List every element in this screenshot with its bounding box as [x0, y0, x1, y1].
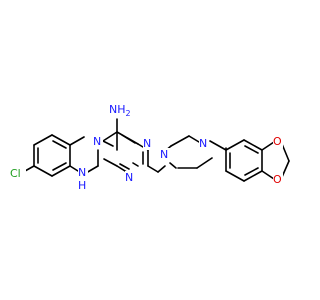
- dioxole-oxygen-label: O: [273, 173, 282, 186]
- bond: [103, 158, 118, 167]
- bond: [170, 135, 190, 147]
- bond: [69, 136, 85, 146]
- bond: [132, 162, 139, 167]
- bond: [244, 167, 259, 176]
- bond: [119, 163, 130, 170]
- bond: [51, 165, 71, 177]
- bond: [169, 162, 177, 169]
- piperazine-nitrogen-label: N: [160, 148, 168, 161]
- bond: [261, 141, 275, 151]
- bond: [225, 170, 245, 182]
- bond: [33, 165, 53, 177]
- bond: [281, 160, 290, 178]
- bond: [147, 165, 159, 173]
- triazine-nitrogen-label: N: [143, 137, 151, 150]
- bond-layer: [24, 118, 290, 182]
- bond: [281, 143, 290, 162]
- triazine-nitrogen-label: N: [93, 135, 101, 148]
- structure-drawing: NH2 N N N N H Cl N N O O: [10, 102, 290, 192]
- bond: [243, 170, 263, 182]
- aniline-hydrogen-label: H: [78, 179, 86, 192]
- bond: [52, 140, 67, 149]
- bond: [102, 131, 118, 142]
- bond: [102, 140, 114, 147]
- piperazine-nitrogen-label: N: [199, 137, 207, 150]
- bond: [243, 139, 263, 151]
- aniline-nitrogen-label: N: [78, 166, 86, 179]
- bond: [209, 140, 227, 151]
- bond: [51, 134, 71, 146]
- dioxole-oxygen-label: O: [273, 135, 282, 148]
- chlorine-label: Cl: [10, 167, 21, 180]
- bond: [188, 135, 200, 143]
- bond: [24, 165, 35, 172]
- bond: [196, 157, 213, 169]
- amine-nh2-label: NH2: [109, 103, 131, 118]
- triazine-nitrogen-label: N: [125, 171, 133, 184]
- atom-label-layer: NH2 N N N N H Cl N N O O: [10, 102, 283, 192]
- bond: [244, 145, 259, 154]
- bond: [52, 162, 67, 171]
- molecule-canvas: NH2 N N N N H Cl N N O O: [10, 102, 290, 192]
- bond: [157, 165, 166, 173]
- bond: [69, 165, 79, 172]
- bond: [225, 139, 245, 151]
- bond: [261, 170, 275, 180]
- bond: [33, 134, 53, 146]
- bond: [121, 134, 136, 144]
